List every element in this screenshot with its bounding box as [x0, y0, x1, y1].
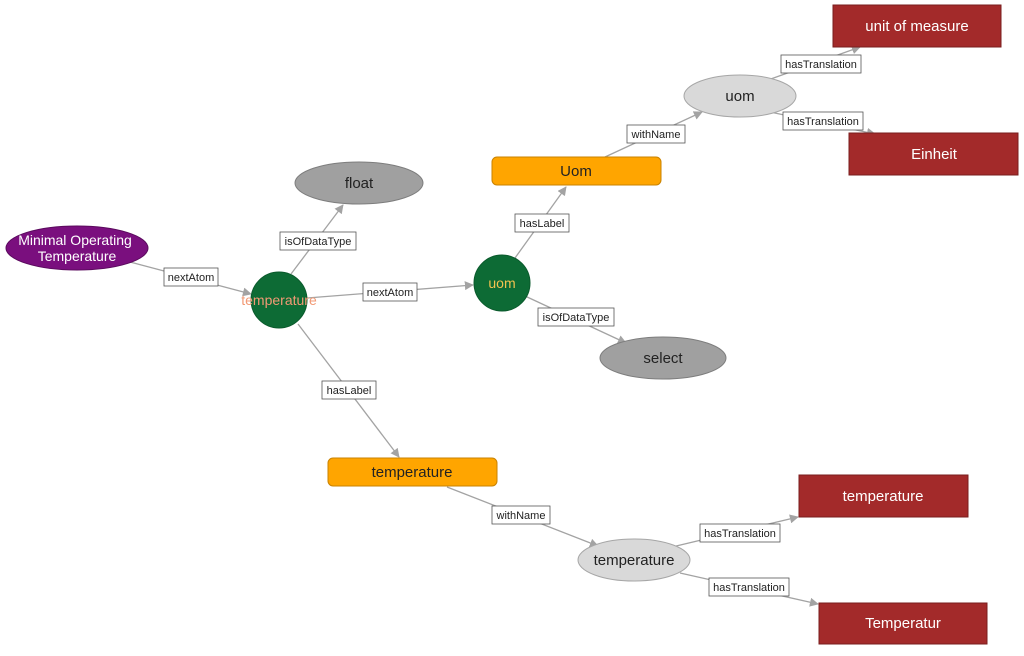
- node-label-uom-text: Uom: [560, 163, 592, 180]
- edge-label-withname-2: withName: [491, 505, 551, 525]
- node-label-atom-uom: uom: [488, 275, 515, 291]
- edge-label-haslabel-1: hasLabel: [514, 213, 570, 233]
- svg-text:hasTranslation: hasTranslation: [713, 582, 785, 594]
- node-label-uom-box[interactable]: Uom: [491, 156, 662, 186]
- node-translation-temperature-en[interactable]: temperature: [798, 474, 969, 518]
- svg-text:hasTranslation: hasTranslation: [704, 528, 776, 540]
- node-label-select: select: [643, 350, 683, 367]
- node-label-atom-temperature: temperature: [241, 292, 317, 308]
- svg-text:hasLabel: hasLabel: [520, 218, 565, 230]
- edge-label-hastranslation-2: hasTranslation: [782, 111, 864, 131]
- edge-label-hastranslation-3: hasTranslation: [699, 523, 781, 543]
- edge-label-isofdatatype-1: isOfDataType: [279, 231, 357, 251]
- edge-label-withname-1: withName: [626, 124, 686, 144]
- node-label-temperature-box[interactable]: temperature: [327, 457, 498, 487]
- node-label-temperature-text: temperature: [372, 464, 453, 481]
- node-type-select[interactable]: select: [599, 336, 727, 380]
- node-atom-uom[interactable]: uom: [473, 254, 531, 312]
- edge-label-nextatom-2: nextAtom: [362, 282, 418, 302]
- node-translation-unit-of-measure[interactable]: unit of measure: [832, 4, 1002, 48]
- edge-label-isofdatatype-2: isOfDataType: [537, 307, 615, 327]
- svg-text:isOfDataType: isOfDataType: [285, 236, 352, 248]
- node-label-root-line2: Temperature: [38, 248, 117, 264]
- svg-text:nextAtom: nextAtom: [367, 287, 413, 299]
- node-translation-temperatur-de[interactable]: Temperatur: [818, 602, 988, 645]
- node-label-temperature-en: temperature: [843, 488, 924, 505]
- edge-label-nextatom-1: nextAtom: [163, 267, 219, 287]
- svg-text:hasTranslation: hasTranslation: [787, 116, 859, 128]
- node-translation-einheit[interactable]: Einheit: [848, 132, 1019, 176]
- node-label-einheit: Einheit: [911, 146, 958, 163]
- svg-text:isOfDataType: isOfDataType: [543, 312, 610, 324]
- node-label-temperatur-de: Temperatur: [865, 615, 941, 632]
- node-name-uom[interactable]: uom: [683, 74, 797, 118]
- edge-label-haslabel-2: hasLabel: [321, 380, 377, 400]
- node-name-temperature[interactable]: temperature: [577, 538, 691, 582]
- svg-text:withName: withName: [496, 510, 546, 522]
- node-type-float[interactable]: float: [294, 161, 424, 205]
- node-atom-temperature[interactable]: temperature: [241, 271, 317, 329]
- node-label-unit-of-measure: unit of measure: [865, 18, 968, 35]
- svg-text:hasTranslation: hasTranslation: [785, 59, 857, 71]
- edge-label-hastranslation-1: hasTranslation: [780, 54, 862, 74]
- svg-text:nextAtom: nextAtom: [168, 272, 214, 284]
- node-minimal-operating-temperature[interactable]: Minimal Operating Temperature: [5, 225, 149, 271]
- node-label-name-temperature: temperature: [594, 552, 675, 569]
- svg-text:hasLabel: hasLabel: [327, 385, 372, 397]
- node-label-name-uom: uom: [725, 88, 754, 105]
- node-label-float: float: [345, 175, 374, 192]
- edge-label-hastranslation-4: hasTranslation: [708, 577, 790, 597]
- svg-text:withName: withName: [631, 129, 681, 141]
- node-label-root-line1: Minimal Operating: [18, 232, 132, 248]
